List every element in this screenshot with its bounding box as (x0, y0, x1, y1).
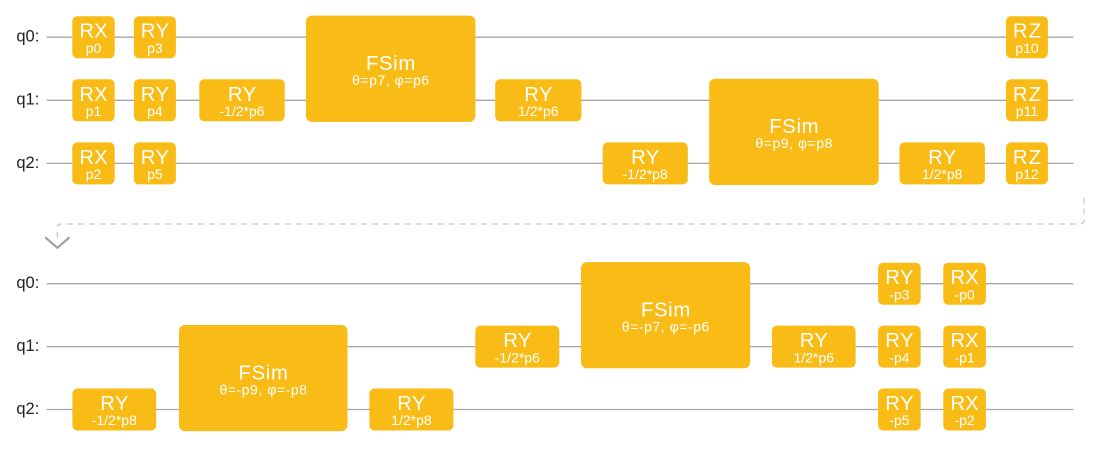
svg-text:-1/2*p8: -1/2*p8 (92, 412, 137, 428)
svg-text:RY: RY (100, 393, 129, 415)
svg-text:p11: p11 (1016, 103, 1039, 119)
svg-text:1/2*p6: 1/2*p6 (794, 349, 835, 365)
svg-text:FSim: FSim (366, 53, 415, 75)
svg-text:p4: p4 (147, 103, 163, 119)
svg-text:1/2*p8: 1/2*p8 (922, 166, 963, 182)
svg-text:RY: RY (885, 393, 914, 415)
svg-text:q1:: q1: (16, 337, 39, 355)
svg-text:θ=-p7, φ=-p6: θ=-p7, φ=-p6 (622, 319, 710, 335)
svg-text:RY: RY (885, 267, 914, 289)
svg-text:1/2*p8: 1/2*p8 (391, 412, 432, 428)
svg-text:-p3: -p3 (889, 286, 909, 302)
svg-text:p10: p10 (1015, 40, 1039, 56)
svg-text:-p5: -p5 (889, 412, 909, 428)
svg-text:FSim: FSim (239, 362, 288, 384)
svg-text:q2:: q2: (16, 154, 39, 172)
svg-text:q2:: q2: (16, 400, 39, 418)
svg-text:RY: RY (503, 330, 532, 352)
svg-text:-1/2*p8: -1/2*p8 (623, 166, 668, 182)
svg-text:RY: RY (228, 84, 257, 106)
svg-text:FSim: FSim (769, 116, 818, 138)
svg-text:RX: RX (951, 393, 980, 415)
svg-text:RZ: RZ (1013, 21, 1041, 43)
svg-text:p12: p12 (1015, 166, 1039, 182)
svg-text:RZ: RZ (1013, 84, 1041, 106)
svg-text:RX: RX (951, 267, 980, 289)
svg-text:RX: RX (951, 330, 980, 352)
svg-text:RX: RX (79, 21, 108, 43)
svg-text:RY: RY (885, 330, 914, 352)
svg-text:p5: p5 (147, 166, 163, 182)
svg-text:RY: RY (141, 147, 170, 169)
svg-text:p0: p0 (86, 40, 102, 56)
svg-text:RZ: RZ (1013, 147, 1041, 169)
svg-text:RY: RY (928, 147, 957, 169)
svg-text:-1/2*p6: -1/2*p6 (495, 349, 540, 365)
svg-text:q1:: q1: (16, 91, 39, 109)
svg-text:θ=p9, φ=p8: θ=p9, φ=p8 (755, 135, 832, 151)
svg-text:1/2*p6: 1/2*p6 (518, 103, 559, 119)
svg-text:-p4: -p4 (889, 349, 909, 365)
svg-text:RY: RY (141, 84, 170, 106)
svg-text:θ=p7, φ=p6: θ=p7, φ=p6 (352, 72, 429, 88)
svg-text:-p2: -p2 (954, 412, 974, 428)
svg-text:θ=-p9, φ=-p8: θ=-p9, φ=-p8 (219, 381, 307, 397)
svg-text:-p0: -p0 (954, 286, 974, 302)
svg-text:RX: RX (79, 147, 108, 169)
svg-text:-p1: -p1 (954, 349, 974, 365)
svg-text:p3: p3 (147, 40, 163, 56)
svg-text:RY: RY (397, 393, 426, 415)
svg-text:RY: RY (631, 147, 660, 169)
svg-text:-1/2*p6: -1/2*p6 (219, 103, 264, 119)
svg-text:RY: RY (524, 84, 553, 106)
svg-text:RX: RX (79, 84, 108, 106)
svg-text:FSim: FSim (641, 299, 690, 321)
svg-text:p2: p2 (86, 166, 102, 182)
svg-text:p1: p1 (86, 103, 102, 119)
svg-text:q0:: q0: (16, 28, 39, 46)
svg-text:RY: RY (141, 21, 170, 43)
svg-text:q0:: q0: (16, 274, 39, 292)
svg-text:RY: RY (800, 330, 829, 352)
